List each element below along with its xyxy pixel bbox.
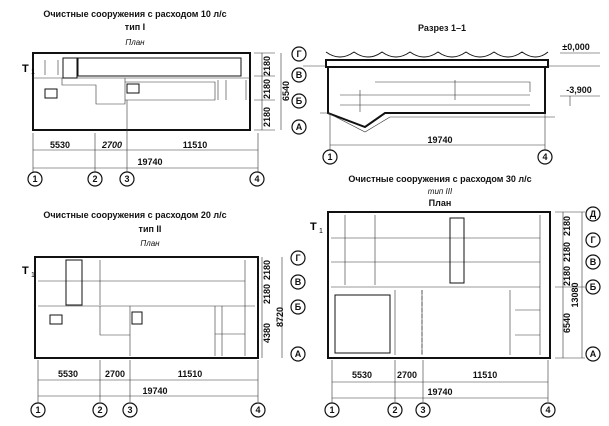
svg-text:4: 4 bbox=[255, 405, 260, 415]
axis-markers-x: 1 2 3 4 bbox=[324, 402, 556, 418]
dim-v2: 2180 bbox=[262, 284, 272, 304]
plan2-title: Очистные сооружения с расходом 20 л/с bbox=[43, 210, 226, 220]
plan-type-3: Очистные сооружения с расходом 30 л/с ти… bbox=[310, 174, 601, 418]
dim-11510: 11510 bbox=[473, 370, 498, 380]
dim-v2: 2180 bbox=[562, 242, 572, 262]
svg-text:2: 2 bbox=[392, 405, 397, 415]
axis-markers-y: Д Г В Б А bbox=[585, 206, 601, 362]
section-mark-label: 1 bbox=[319, 228, 323, 235]
plan-type-1: Очистные сооружения с расходом 10 л/с ти… bbox=[22, 9, 307, 187]
svg-text:Б: Б bbox=[295, 302, 302, 312]
section-mark-plan2: T bbox=[22, 265, 29, 277]
dim-vtotal: 13080 bbox=[570, 282, 580, 307]
svg-text:Д: Д bbox=[590, 209, 597, 219]
dim-19740: 19740 bbox=[427, 387, 452, 397]
dim-v3: 2180 bbox=[262, 107, 272, 127]
plan1-type: тип I bbox=[125, 22, 145, 32]
level-top: ±0,000 bbox=[562, 42, 589, 52]
dim-11510: 11510 bbox=[178, 369, 203, 379]
dim-19740: 19740 bbox=[142, 386, 167, 396]
dim-v3: 4380 bbox=[262, 323, 272, 343]
svg-text:1: 1 bbox=[35, 405, 40, 415]
svg-text:Г: Г bbox=[590, 235, 595, 245]
plan1-subtitle: План bbox=[125, 38, 145, 47]
dim-vtotal: 6540 bbox=[281, 81, 291, 101]
axis-markers-y: Г В Б А bbox=[290, 250, 306, 362]
dim-11510: 11510 bbox=[183, 140, 208, 150]
svg-text:Б: Б bbox=[296, 96, 303, 106]
section-mark-label: 1 bbox=[31, 69, 35, 76]
svg-text:3: 3 bbox=[127, 405, 132, 415]
svg-text:3: 3 bbox=[124, 174, 129, 184]
section-dim-19740: 19740 bbox=[427, 135, 452, 145]
svg-text:1: 1 bbox=[32, 174, 37, 184]
svg-text:2: 2 bbox=[92, 174, 97, 184]
svg-text:1: 1 bbox=[327, 152, 332, 162]
dim-v2: 2180 bbox=[262, 79, 272, 99]
dim-5530: 5530 bbox=[50, 140, 70, 150]
dim-19740: 19740 bbox=[137, 157, 162, 167]
svg-text:А: А bbox=[296, 122, 303, 132]
axis-markers-y: Г В Б А bbox=[291, 46, 307, 135]
section-mark-plan1: T bbox=[22, 63, 29, 75]
svg-text:Б: Б bbox=[590, 282, 597, 292]
svg-text:А: А bbox=[590, 349, 597, 359]
section-1-1: Разрез 1–1 ±0,000 -3,900 19740 1 4 bbox=[303, 23, 600, 165]
section-title: Разрез 1–1 bbox=[418, 23, 466, 33]
axis-markers-x: 1 2 3 4 bbox=[30, 402, 266, 418]
dim-v3: 2180 bbox=[562, 266, 572, 286]
dim-5530: 5530 bbox=[58, 369, 78, 379]
plan-type-2: Очистные сооружения с расходом 20 л/с ти… bbox=[22, 210, 306, 418]
dim-2700: 2700 bbox=[397, 370, 417, 380]
dim-vtotal: 8720 bbox=[275, 307, 285, 327]
dim-v1: 2180 bbox=[262, 56, 272, 76]
svg-text:Г: Г bbox=[295, 253, 300, 263]
svg-text:3: 3 bbox=[420, 405, 425, 415]
svg-text:Г: Г bbox=[296, 49, 301, 59]
svg-text:А: А bbox=[295, 349, 302, 359]
section-mark-plan3: T bbox=[310, 221, 317, 233]
axis-markers-x: 1 2 3 4 bbox=[27, 171, 265, 187]
svg-text:В: В bbox=[590, 257, 597, 267]
section-mark-label: 1 bbox=[31, 272, 35, 279]
svg-text:4: 4 bbox=[254, 174, 259, 184]
plan2-subtitle: План bbox=[140, 239, 160, 248]
svg-text:4: 4 bbox=[542, 152, 547, 162]
dim-v4: 6540 bbox=[562, 313, 572, 333]
svg-text:В: В bbox=[296, 70, 303, 80]
dim-v1: 2180 bbox=[562, 216, 572, 236]
plan3-type: тип III bbox=[428, 187, 453, 196]
svg-text:2: 2 bbox=[97, 405, 102, 415]
plan3-title: Очистные сооружения с расходом 30 л/с bbox=[348, 174, 531, 184]
dim-5530: 5530 bbox=[352, 370, 372, 380]
plan2-type: тип II bbox=[139, 224, 162, 234]
plan3-subtitle: План bbox=[429, 198, 452, 208]
svg-text:В: В bbox=[295, 277, 302, 287]
section-axis-markers: 1 4 bbox=[322, 149, 553, 165]
dim-2700: 2700 bbox=[105, 369, 125, 379]
dim-2700: 2700 bbox=[101, 140, 122, 150]
dim-v1: 2180 bbox=[262, 260, 272, 280]
level-bottom: -3,900 bbox=[566, 85, 592, 95]
svg-text:4: 4 bbox=[545, 405, 550, 415]
svg-text:1: 1 bbox=[329, 405, 334, 415]
plan1-title: Очистные сооружения с расходом 10 л/с bbox=[43, 9, 226, 19]
